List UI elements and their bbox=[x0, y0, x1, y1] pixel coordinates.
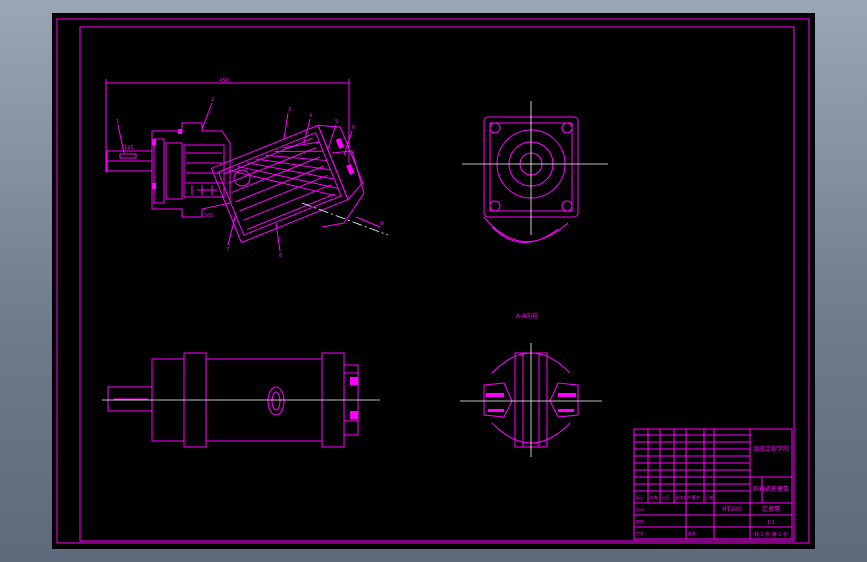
section-a-a-view: A-A向视 bbox=[460, 312, 602, 457]
label-reviewer: 审核 bbox=[636, 518, 644, 524]
balloon-3: 3 bbox=[288, 107, 291, 113]
balloon-7: 7 bbox=[226, 247, 229, 253]
balloon-8: 8 bbox=[279, 253, 282, 259]
title-block-drawing-title: 斜轴式柱塞泵 bbox=[753, 485, 789, 493]
view-title-a-a: A-A向视 bbox=[516, 312, 538, 320]
title-block-part-name: 定量泵 bbox=[762, 505, 780, 513]
title-block-sheet: 共 1 张 第 1 张 bbox=[754, 531, 788, 538]
label-200: 200 bbox=[204, 213, 214, 219]
balloon-5: 5 bbox=[335, 119, 338, 125]
section-view: 450 bbox=[105, 78, 389, 259]
row-label-count: 处数 bbox=[650, 494, 658, 500]
title-block: 湖南工程学院 斜轴式柱塞泵 定量泵 HT200 1:1 共 1 张 第 1 张 … bbox=[633, 428, 793, 540]
inner-border bbox=[79, 26, 795, 542]
row-label-change: 更改文件号 bbox=[675, 494, 695, 500]
part-leaders bbox=[117, 102, 381, 252]
label-process: 工艺 bbox=[636, 531, 644, 536]
row-label-mark: 标记 bbox=[636, 494, 644, 500]
balloon-2: 2 bbox=[211, 97, 214, 103]
title-block-school: 湖南工程学院 bbox=[753, 445, 789, 453]
balloon-4: 4 bbox=[309, 113, 312, 119]
dimension-450: 450 bbox=[219, 78, 229, 84]
row-label-date: 日期 bbox=[706, 494, 714, 500]
side-view bbox=[102, 352, 380, 448]
label-designer: 设计 bbox=[636, 506, 644, 512]
label-195: 195 bbox=[124, 145, 134, 151]
row-label-sign: 签名 bbox=[692, 494, 700, 500]
balloon-1: 1 bbox=[116, 119, 119, 125]
cad-drawing: 450 bbox=[56, 18, 810, 544]
title-block-material: HT200 bbox=[722, 506, 742, 513]
title-block-scale: 1:1 bbox=[767, 520, 775, 526]
label-approve: 批准 bbox=[688, 530, 696, 536]
outer-border bbox=[56, 18, 810, 544]
row-label-zone: 分区 bbox=[662, 494, 670, 500]
end-view bbox=[462, 101, 608, 243]
balloon-9: 9 bbox=[380, 221, 383, 227]
balloon-6: 6 bbox=[352, 125, 355, 131]
drawing-sheet: 450 bbox=[52, 13, 815, 549]
